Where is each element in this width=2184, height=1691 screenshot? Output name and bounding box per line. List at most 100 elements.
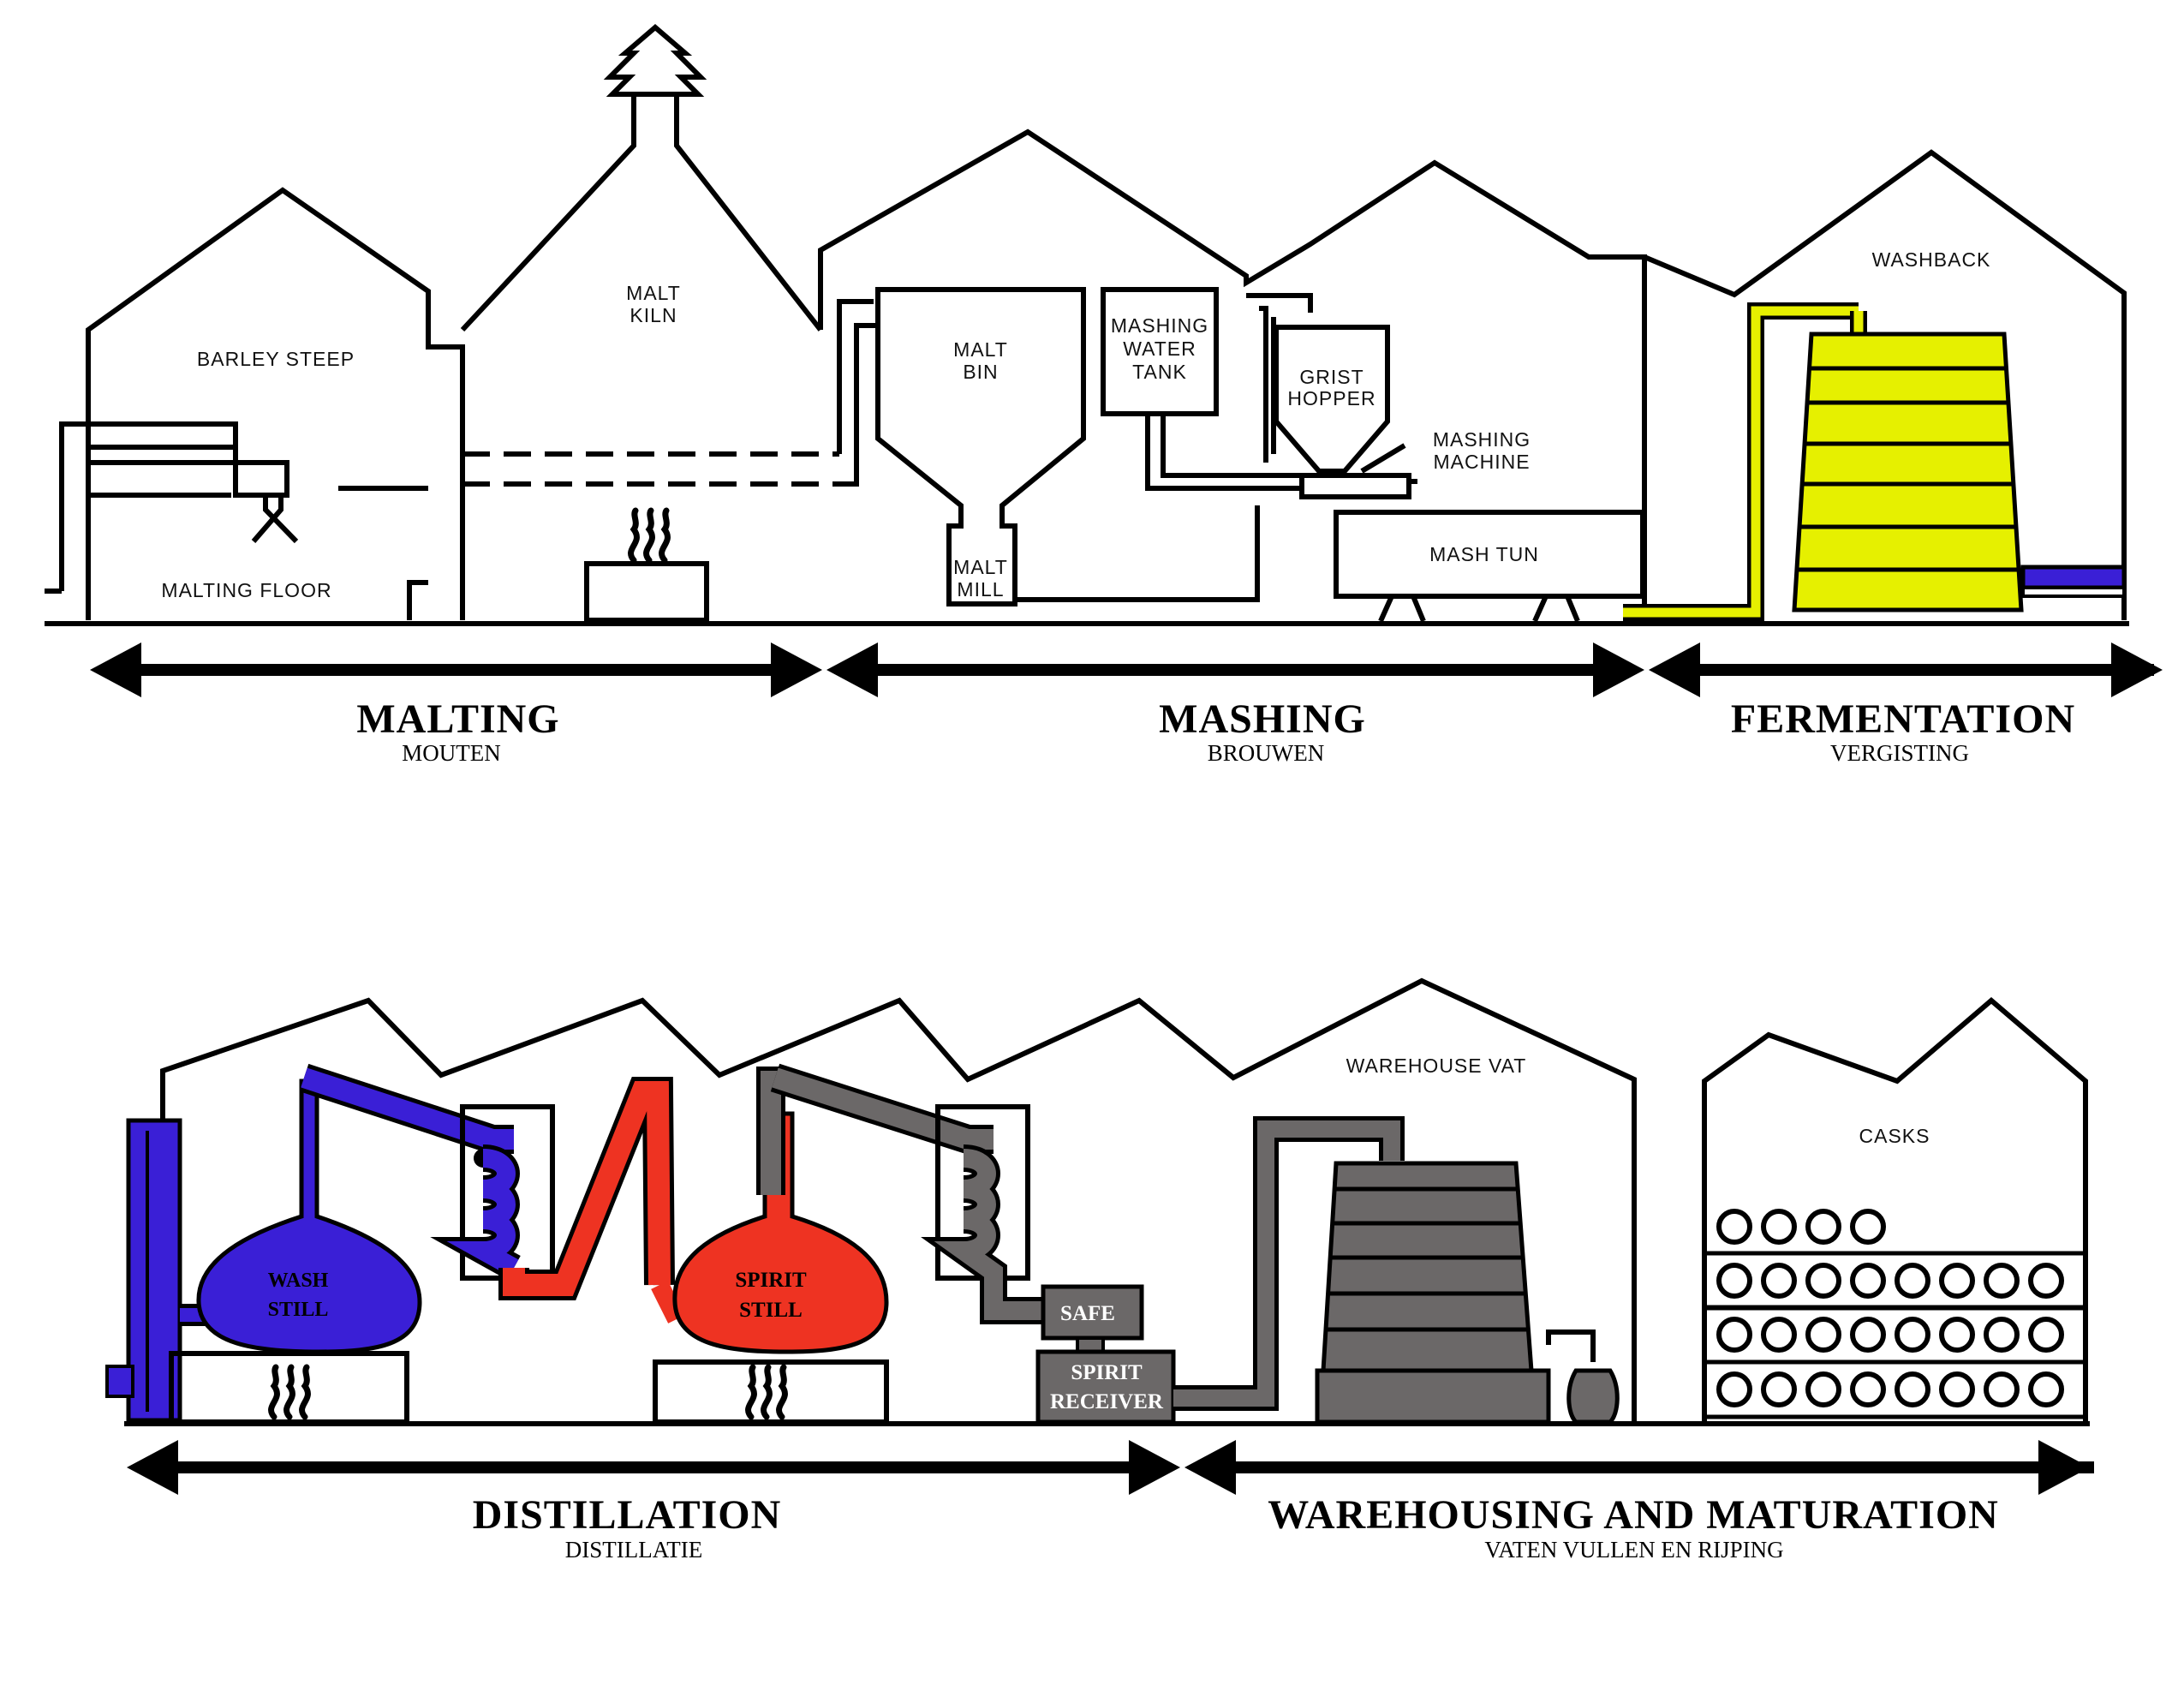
- water-tank-label-3: TANK: [1132, 361, 1187, 383]
- mashing-machine-label-2: MACHINE: [1433, 451, 1530, 473]
- cask: [1939, 1263, 1975, 1299]
- water-tank-label-1: MASHING: [1111, 314, 1208, 337]
- cask: [1805, 1371, 1841, 1407]
- malting-building-outline: [86, 187, 465, 620]
- malting-arrow: [90, 642, 822, 697]
- mash-tun: [1334, 510, 1645, 623]
- malt-kiln-label-1: MALT: [626, 282, 681, 304]
- cask: [1984, 1317, 2020, 1353]
- grist-hopper-label-1: GRIST: [1299, 366, 1364, 388]
- spirit-still-flame-icon: [749, 1367, 785, 1417]
- grist-hopper: [1274, 325, 1390, 474]
- cask: [1850, 1317, 1886, 1353]
- water-tank-label-2: WATER: [1123, 338, 1196, 360]
- spirit-still-furnace: [653, 1359, 889, 1425]
- cask: [1761, 1317, 1797, 1353]
- cask: [1761, 1263, 1797, 1299]
- barley-steep-label: BARLEY STEEP: [197, 348, 355, 370]
- malt-kiln-label-2: KILN: [630, 304, 677, 326]
- malting-subtitle: MOUTEN: [402, 740, 501, 766]
- grist-hopper-label-2: HOPPER: [1287, 387, 1375, 409]
- kiln-building-outline: [460, 92, 823, 332]
- malt-mill-label-2: MILL: [957, 578, 1004, 601]
- cask: [1939, 1371, 1975, 1407]
- cask: [1895, 1317, 1930, 1353]
- spirit-still-label-2: STILL: [739, 1299, 803, 1322]
- mashing-water-tank: [1101, 287, 1219, 416]
- warehouse-vat: [1315, 1161, 1551, 1425]
- distillery-building-outline: [160, 977, 1637, 1422]
- distillation-arrow: [127, 1440, 1180, 1495]
- warehousing-title: WAREHOUSING AND MATURATION: [1268, 1492, 1999, 1538]
- spirit-lyne-arm: [772, 1067, 994, 1150]
- cask: [1716, 1263, 1752, 1299]
- cask: [1805, 1317, 1841, 1353]
- kiln-furnace: [584, 561, 709, 623]
- cask: [1805, 1209, 1841, 1245]
- wash-still-label-1: WASH: [268, 1270, 329, 1292]
- distillation-title: DISTILLATION: [473, 1492, 782, 1538]
- mashing-title: MASHING: [1159, 696, 1366, 742]
- mash-tun-label: MASH TUN: [1429, 543, 1539, 565]
- filling-cask: [1566, 1368, 1620, 1425]
- wash-feed-column: [126, 1118, 182, 1423]
- cask: [1939, 1317, 1975, 1353]
- safe-label: SAFE: [1060, 1302, 1115, 1325]
- fermentation-subtitle: VERGISTING: [1830, 740, 1969, 766]
- low-wines-pipe: [503, 1081, 671, 1296]
- warehouse-building-outline: [1702, 997, 2088, 1422]
- cask: [1716, 1209, 1752, 1245]
- malting-floor-label: MALTING FLOOR: [161, 579, 331, 601]
- wash-feed-inlet: [105, 1365, 134, 1398]
- mashing-arrow: [826, 642, 1644, 697]
- cask: [1761, 1209, 1797, 1245]
- cask: [1850, 1371, 1886, 1407]
- malt-mill-label-1: MALT: [953, 556, 1008, 578]
- cask: [2028, 1263, 2064, 1299]
- vat-outlet-pipe: [1546, 1329, 1596, 1362]
- wash-still-furnace: [169, 1351, 409, 1425]
- wash-lyne-arm: [301, 1067, 514, 1150]
- malting-title: MALTING: [356, 696, 559, 742]
- casks-label: CASKS: [1859, 1125, 1930, 1147]
- kiln-riser-pipe: [837, 299, 878, 487]
- washback-vessel: [1792, 332, 2024, 612]
- fermentation-title: FERMENTATION: [1731, 696, 2075, 742]
- mashing-machine-label-1: MASHING: [1433, 428, 1531, 451]
- kiln-chimney-top: [603, 24, 707, 97]
- cask: [1984, 1371, 2020, 1407]
- cask: [1850, 1209, 1886, 1245]
- fermentation-building-outline: [1643, 149, 2127, 620]
- cask: [2028, 1371, 2064, 1407]
- kiln-flame-icon: [631, 511, 668, 560]
- cask: [1895, 1371, 1930, 1407]
- mashing-subtitle: BROUWEN: [1208, 740, 1325, 766]
- cask: [2028, 1317, 2064, 1353]
- wash-outlet-base: [2021, 586, 2126, 598]
- cask: [1716, 1317, 1752, 1353]
- wash-still-flame-icon: [272, 1367, 308, 1417]
- warehousing-subtitle: VATEN VULLEN EN RIJPING: [1484, 1537, 1783, 1563]
- cask: [1895, 1263, 1930, 1299]
- mashing-building-outline: [818, 128, 1647, 620]
- top-process-row: BARLEY STEEP MALTING FLOOR MALT KILN MAL…: [45, 24, 2163, 766]
- steep-pipe-out: [338, 486, 428, 620]
- cask: [1850, 1263, 1886, 1299]
- spirit-still-label-1: SPIRIT: [735, 1269, 807, 1292]
- distillation-subtitle: DISTILLATIE: [565, 1537, 702, 1563]
- yellow-pipe: [1623, 306, 1859, 618]
- washback-label: WASHBACK: [1872, 248, 1991, 271]
- vat-feed-pipe: [1173, 1120, 1400, 1407]
- wash-coil: [446, 1149, 519, 1276]
- spirit-still: [672, 1077, 889, 1354]
- low-wines-pipe-end: [651, 1281, 685, 1324]
- cask-shelf: [1702, 1359, 2088, 1419]
- malt-bin: [875, 287, 1086, 606]
- spirit-coil: [934, 1149, 1049, 1320]
- wash-still-label-2: STILL: [268, 1299, 329, 1321]
- mill-to-tun-pipe: [1015, 505, 1260, 602]
- warehouse-vat-label: WAREHOUSE VAT: [1346, 1055, 1527, 1077]
- cask: [1761, 1371, 1797, 1407]
- malt-bin-label-1: MALT: [953, 338, 1008, 361]
